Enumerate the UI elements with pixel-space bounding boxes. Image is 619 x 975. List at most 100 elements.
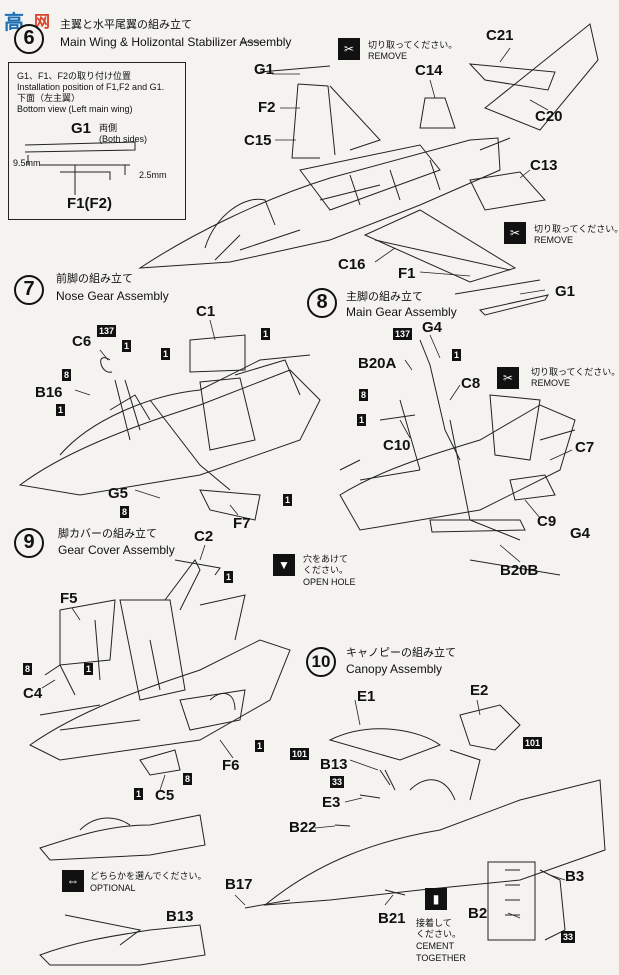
inset-line1: G1、F1、F2の取り付け位置: [17, 71, 132, 81]
step-6-title-en: Main Wing & Holizontal Stabilizer Assemb…: [60, 35, 292, 49]
part-label: C20: [535, 108, 563, 125]
color-marker: 33: [561, 931, 576, 943]
color-marker: 8: [62, 369, 72, 381]
part-label: B21: [378, 910, 406, 927]
step-7-title-jp: 前脚の組み立て: [56, 273, 133, 285]
inset-bottom-jp: 下面（左主翼）: [17, 93, 81, 103]
color-marker: 8: [183, 773, 193, 785]
part-label: C10: [383, 437, 411, 454]
step-10-title-en: Canopy Assembly: [346, 662, 443, 676]
remove-note-en: REMOVE: [531, 378, 571, 388]
part-label: G4: [570, 525, 591, 542]
remove-icon: ✂: [338, 38, 360, 60]
open-hole-jp2: ください。: [303, 565, 349, 575]
step-9-title-en: Gear Cover Assembly: [58, 543, 175, 557]
inset-both-jp: 両側: [99, 123, 118, 133]
part-label: B13: [320, 756, 348, 773]
part-label: G1: [254, 61, 275, 78]
part-label: E2: [470, 682, 489, 699]
jet-drawing-step6: [138, 23, 599, 316]
inset-part-g1: G1: [71, 120, 92, 137]
remove-icon: ✂: [504, 222, 526, 244]
remove-note-jp: 切り取ってください。: [368, 40, 458, 50]
part-label: F1: [398, 265, 416, 282]
remove-icon: ✂: [497, 367, 519, 389]
part-label: C1: [196, 303, 216, 320]
part-label: F2: [258, 99, 276, 116]
remove-note-en: REMOVE: [534, 235, 574, 245]
color-marker: 1: [56, 404, 66, 416]
part-label: C15: [244, 132, 272, 149]
color-marker: 137: [393, 328, 413, 340]
inset-part-f1f2: F1(F2): [67, 195, 112, 212]
part-label: C7: [575, 439, 595, 456]
step-6-number: 6: [14, 24, 44, 54]
inset-dim-a: 9.5mm: [13, 158, 41, 168]
part-label: F5: [60, 590, 78, 607]
color-marker: 137: [97, 325, 117, 337]
cement-icon: ▮: [425, 888, 447, 910]
part-label: B20B: [500, 562, 539, 579]
part-label: C8: [461, 375, 481, 392]
color-marker: 1: [255, 740, 265, 752]
part-label: E1: [357, 688, 376, 705]
part-label: B2: [468, 905, 488, 922]
jet-drawing-step8: [339, 339, 576, 576]
step-6-title-jp: 主翼と水平尾翼の組み立て: [60, 19, 192, 31]
color-marker: 1: [122, 340, 132, 352]
part-label: B13: [166, 908, 194, 925]
jet-drawing-step9: [29, 559, 291, 776]
part-label: C5: [155, 787, 175, 804]
part-label: C21: [486, 27, 514, 44]
step-10-number: 10: [306, 647, 336, 677]
inset-bottom-en: Bottom view (Left main wing): [17, 104, 133, 114]
remove-note-jp: 切り取ってください。: [531, 367, 619, 377]
open-hole-jp1: 穴をあけて: [303, 554, 349, 564]
part-label: C2: [194, 528, 214, 545]
color-marker: 101: [290, 748, 310, 760]
step-8-number: 8: [307, 288, 337, 318]
color-marker: 1: [84, 663, 94, 675]
part-label: F6: [222, 757, 240, 774]
step-8-title-en: Main Gear Assembly: [346, 305, 457, 319]
color-marker: 1: [161, 348, 171, 360]
cement-en1: CEMENT: [416, 941, 454, 951]
part-label: B16: [35, 384, 63, 401]
part-label: G4: [422, 319, 443, 336]
color-marker: 1: [134, 788, 144, 800]
leader-lines: [41, 41, 573, 919]
inset-both-en: (Both sides): [99, 134, 148, 144]
color-marker: 8: [23, 663, 33, 675]
color-marker: 33: [330, 776, 345, 788]
color-marker: 1: [357, 414, 367, 426]
optional-note-jp: どちらかを選んでください。: [90, 871, 207, 881]
inset-dim-b: 2.5mm: [139, 170, 167, 180]
step-10-title-jp: キャノピーの組み立て: [346, 647, 456, 659]
step-7-number: 7: [14, 275, 44, 305]
cement-jp2: ください。: [416, 929, 462, 939]
step-8-title-jp: 主脚の組み立て: [346, 291, 423, 303]
optional-drawings: [39, 814, 206, 966]
part-label: C6: [72, 333, 92, 350]
color-marker: 1: [452, 349, 462, 361]
step-9-number: 9: [14, 528, 44, 558]
part-label: C13: [530, 157, 558, 174]
color-marker: 1: [261, 328, 271, 340]
part-label: B20A: [358, 355, 397, 372]
optional-icon: ⇔: [62, 870, 84, 892]
inset-line2: Installation position of F1,F2 and G1.: [17, 82, 165, 92]
optional-note-en: OPTIONAL: [90, 883, 136, 893]
cement-jp1: 接着して: [416, 918, 452, 928]
color-marker: 8: [359, 389, 369, 401]
part-label: G5: [108, 485, 129, 502]
part-label: F7: [233, 515, 251, 532]
color-marker: 1: [283, 494, 293, 506]
part-label: E3: [322, 794, 341, 811]
remove-note-jp: 切り取ってください。: [534, 224, 619, 234]
remove-note-en: REMOVE: [368, 51, 408, 61]
part-label: C16: [338, 256, 366, 273]
step-9-title-jp: 脚カバーの組み立て: [58, 528, 157, 540]
part-label: C14: [415, 62, 443, 79]
color-marker: 8: [120, 506, 130, 518]
